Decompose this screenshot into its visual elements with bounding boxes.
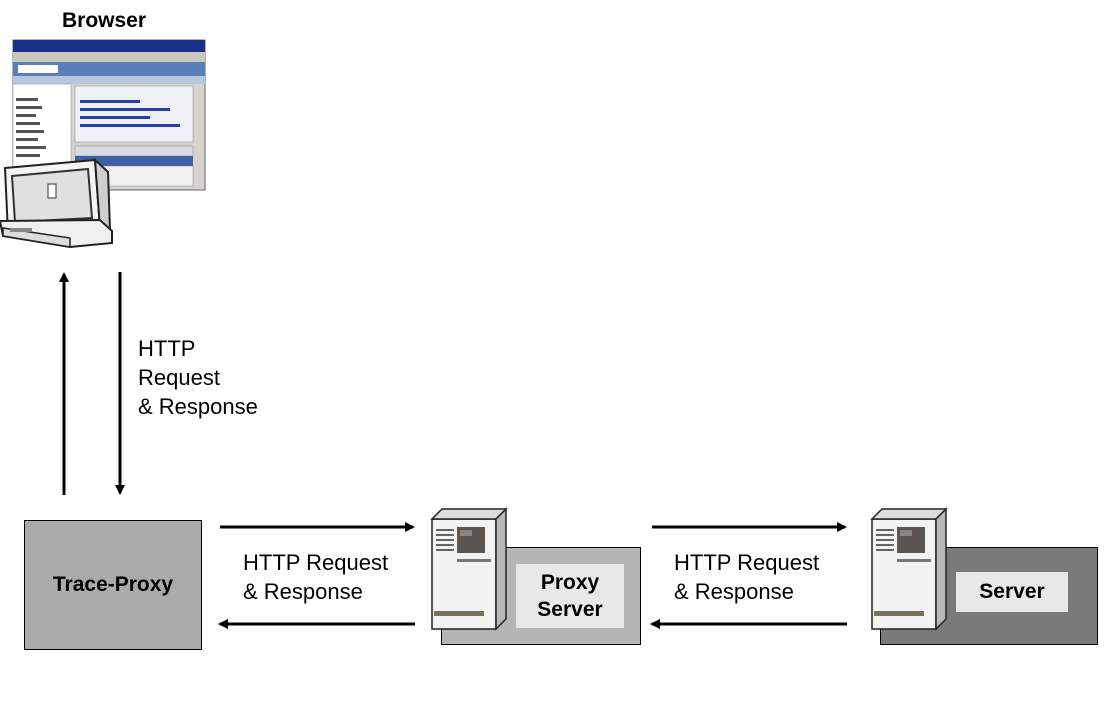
vertical-arrow-label: HTTP Request & Response (138, 334, 258, 421)
server-label: Server (979, 580, 1045, 603)
server-arrow-label: HTTP Request & Response (674, 548, 819, 606)
proxy-label-word-2: Server (537, 598, 603, 621)
server-tower-icon (870, 507, 948, 631)
browser-computer-icon (0, 39, 206, 249)
server-arrow-label-line-2: & Response (674, 579, 794, 604)
server-tower-icon (430, 507, 508, 631)
server-label-box: Server (956, 572, 1068, 612)
proxy-server-label (516, 564, 624, 628)
vertical-label-line-2: Request (138, 365, 220, 390)
vertical-label-line-3: & Response (138, 394, 258, 419)
vertical-label-line-1: HTTP (138, 336, 196, 361)
proxy-arrow-label-line-1: HTTP Request (243, 550, 389, 575)
proxy-arrow-label-line-2: & Response (243, 579, 363, 604)
proxy-arrow-label: HTTP Request & Response (243, 548, 388, 606)
trace-proxy-node: Trace-Proxy (24, 520, 202, 650)
proxy-server-label-text: Proxy Server (516, 564, 624, 628)
proxy-label-word-1: Proxy (540, 571, 600, 594)
server-arrow-label-line-1: HTTP Request (674, 550, 820, 575)
browser-label: Browser (62, 9, 147, 32)
trace-proxy-label: Trace-Proxy (52, 573, 174, 596)
